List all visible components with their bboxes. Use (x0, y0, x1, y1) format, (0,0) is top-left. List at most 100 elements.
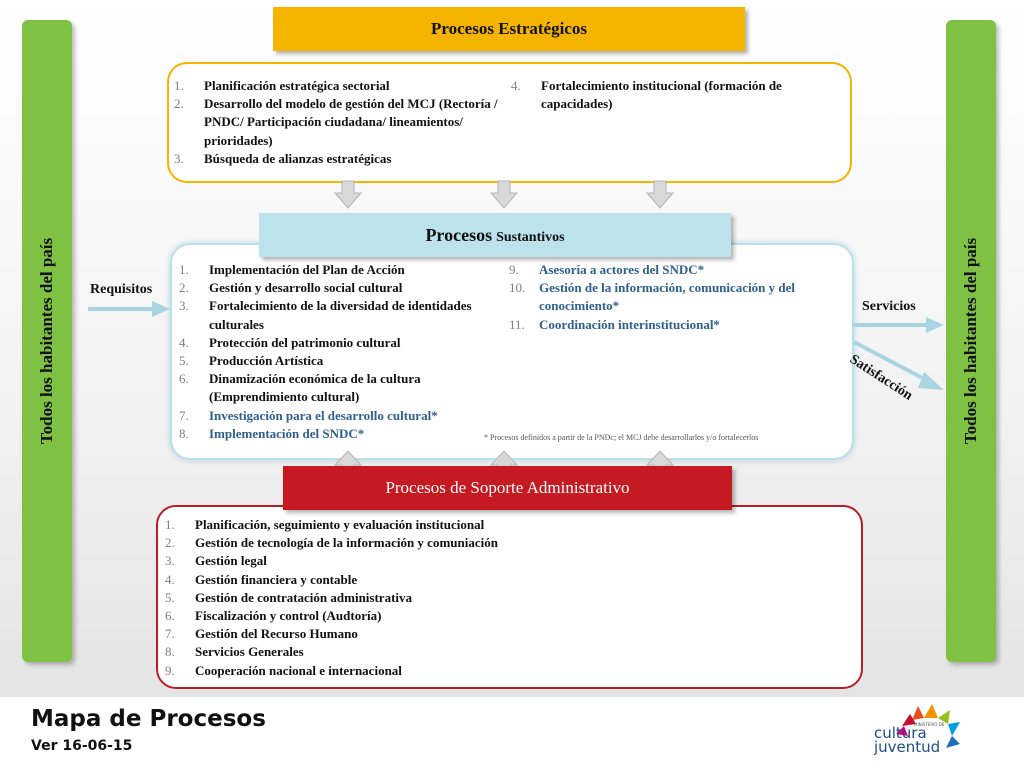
stakeholders-left-bar: Todos los habitantes del país (22, 20, 72, 662)
satisfaction-arrow-icon (853, 340, 944, 390)
process-item-text: Implementación del Plan de Acción (209, 262, 405, 277)
process-item-number: 9. (509, 262, 519, 277)
process-item-text: Implementación del SNDC* (209, 425, 365, 441)
process-item: 3. Fortalecimiento de la diversidad de id… (179, 297, 494, 333)
down-arrow-icon (333, 180, 363, 209)
support-processes-panel: 1. Planificación, seguimiento y evaluació… (156, 505, 863, 689)
process-item-number: 2. (179, 280, 189, 296)
logo-text-line2: juventud (874, 738, 941, 756)
process-item: 3.Búsqueda de alianzas estratégicas (174, 150, 504, 168)
process-item-text: Fortalecimiento de la diversidad de iden… (209, 298, 472, 332)
requirements-label: Requisitos (90, 282, 153, 297)
diagram-canvas: Todos los habitantes del país Todos los … (0, 0, 1024, 697)
process-item: 1. Planificación estratégica sectorial (174, 77, 504, 95)
process-item-number: 1. (165, 517, 175, 532)
process-item-text: Planificación estratégica sectorial (204, 78, 390, 93)
process-item-number: 4. (165, 571, 175, 587)
substantive-footnote: * Procesos definidos a partir de la PNDc… (484, 433, 759, 442)
process-item: 7. Investigación para el desarrollo cultu… (179, 407, 494, 425)
process-item-text: Desarrollo del modelo de gestión del MCJ… (204, 96, 498, 148)
substantive-header-sub: Sustantivos (496, 230, 565, 245)
process-item-text: Planificación, seguimiento y evaluación … (195, 517, 485, 532)
page-title: Mapa de Procesos (31, 706, 266, 732)
process-item: 11. Coordinación interinstitucional* (509, 316, 847, 334)
strategic-processes-panel: 1. Planificación estratégica sectorial 2. D… (167, 62, 852, 183)
process-item-number: 6. (179, 371, 189, 387)
process-item: 8. Implementación del SNDC* (179, 425, 494, 443)
process-item-text: Gestión de contratación administrativa (195, 589, 413, 605)
process-item-text: Coordinación interinstitucional* (539, 316, 720, 332)
process-item: 6. Dinamización económica de la cultura (… (179, 370, 494, 406)
process-item-number: 3. (165, 553, 175, 569)
process-item: 10. Gestión de la información, comunicaci… (509, 279, 847, 315)
strategic-list-col1: 1. Planificación estratégica sectorial 2. D… (174, 77, 504, 168)
process-item-text: Gestión de la información, comunicación … (539, 280, 796, 314)
process-item: 1. Planificación, seguimiento y evaluació… (165, 516, 815, 534)
process-item-number: 11. (509, 316, 525, 332)
substantive-list-col2: 9. Asesoría a actores del SNDC* 10. Gestión… (509, 261, 847, 334)
process-item: 6. Fiscalización y control (Audtoría) (165, 607, 815, 625)
substantive-header-main: Procesos (425, 225, 493, 245)
process-item-number: 5. (165, 589, 175, 605)
process-item-text: Fiscalización y control (Audtoría) (195, 608, 382, 624)
process-item-number: 6. (165, 608, 175, 624)
process-item: 4. Gestión financiera y contable (165, 571, 815, 589)
process-item: 5. Gestión de contratación administrativa (165, 589, 815, 607)
services-label: Servicios (862, 299, 916, 314)
process-item-number: 5. (179, 353, 189, 369)
process-item: 5. Producción Artística (179, 352, 494, 370)
process-item: 9. Asesoría a actores del SNDC* (509, 261, 847, 279)
process-item-text: Servicios Generales (195, 644, 304, 660)
process-item-text: Fortalecimiento institucional (formación… (541, 78, 782, 112)
down-arrow-icon (645, 180, 675, 209)
process-item-number: 8. (165, 644, 175, 660)
process-item-text: Gestión y desarrollo social cultural (209, 280, 403, 296)
process-item-text: Gestión legal (195, 553, 267, 569)
process-item-text: Gestión financiera y contable (195, 571, 358, 587)
process-item-number: 3. (174, 150, 184, 166)
process-item: 2. Gestión y desarrollo social cultural (179, 279, 494, 297)
logo-mark-icon (896, 704, 960, 748)
logo-small-text: MINISTERIO DE (914, 722, 945, 727)
process-item-number: 7. (165, 626, 175, 642)
process-item-text: Asesoría a actores del SNDC* (539, 262, 705, 277)
services-arrow-icon (852, 317, 944, 333)
requirements-arrow-icon (88, 301, 170, 317)
process-item-number: 2. (165, 535, 175, 551)
down-arrow-icon (489, 180, 519, 209)
process-item: 2. Desarrollo del modelo de gestión del M… (174, 95, 504, 150)
version-label: Ver 16-06-15 (31, 738, 133, 754)
process-item: 1.Implementación del Plan de Acción (179, 261, 494, 279)
process-item-number: 2. (174, 96, 184, 112)
substantive-processes-header: Procesos Sustantivos (259, 213, 731, 257)
process-item: 4. Fortalecimiento institucional (formaci… (511, 77, 836, 113)
process-item: 7.Gestión del Recurso Humano (165, 625, 815, 643)
process-item-number: 10. (509, 280, 526, 296)
process-item-number: 4. (511, 78, 521, 93)
process-item-text: Investigación para el desarrollo cultura… (209, 407, 438, 423)
stakeholders-left-label: Todos los habitantes del país (37, 237, 56, 445)
stakeholders-right-label: Todos los habitantes del país (961, 237, 980, 445)
process-item-number: 7. (179, 407, 189, 423)
process-item-text: Dinamización económica de la cultura (Em… (209, 371, 421, 405)
process-item: 8. Servicios Generales (165, 643, 815, 661)
process-item: 4. Protección del patrimonio cultural (179, 334, 494, 352)
process-item-text: Gestión de tecnología de la información … (195, 535, 498, 551)
support-list: 1. Planificación, seguimiento y evaluació… (165, 516, 815, 680)
process-item-number: 1. (174, 78, 184, 93)
process-item-number: 3. (179, 298, 189, 314)
strategic-list-col2: 4. Fortalecimiento institucional (formaci… (511, 77, 836, 113)
process-item: 9. Cooperación nacional e internacional (165, 662, 815, 680)
process-item-number: 8. (179, 425, 189, 441)
process-item-number: 9. (165, 662, 175, 678)
process-item-text: Protección del patrimonio cultural (209, 334, 401, 350)
process-item-text: Cooperación nacional e internacional (195, 662, 402, 678)
ministry-logo: MINISTERIO DE cultura juventud (866, 704, 962, 760)
process-item-number: 4. (179, 334, 189, 350)
process-item-text: Producción Artística (209, 353, 324, 369)
stakeholders-right-bar: Todos los habitantes del país (946, 20, 996, 662)
process-item: 2. Gestión de tecnología de la informació… (165, 534, 815, 552)
logo-text-line1: cultura (874, 724, 927, 742)
